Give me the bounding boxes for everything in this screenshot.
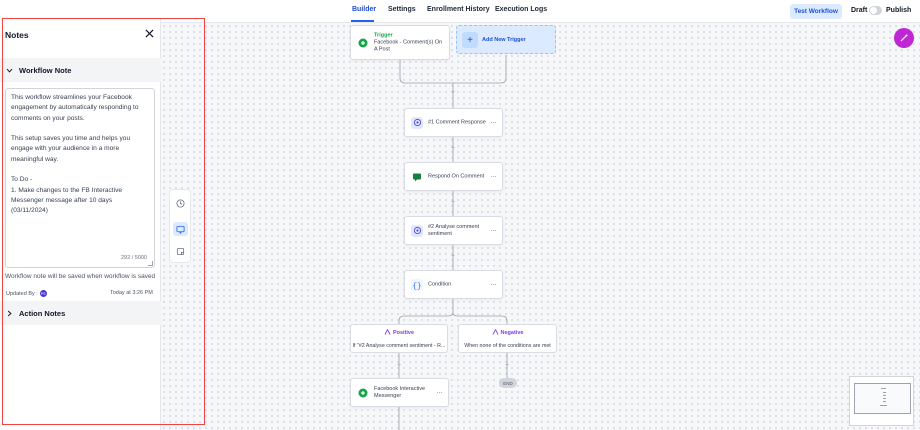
workflow-canvas[interactable] — [161, 23, 920, 430]
add-step-plus[interactable]: + — [451, 199, 456, 206]
action-node-analyse-sentiment[interactable]: #2 Analyse comment sentiment ··· — [404, 216, 503, 245]
branch-condition: If "#2 Analyse comment sentiment - R... — [352, 343, 446, 349]
minimap[interactable] — [849, 376, 914, 426]
publish-label: Publish — [886, 7, 912, 14]
close-icon[interactable] — [145, 29, 154, 38]
character-count: 292 / 5000 — [121, 255, 147, 261]
trigger-text: Facebook - Comment(s) On A Post — [374, 39, 443, 52]
node-label: #2 Analyse comment sentiment — [428, 223, 480, 237]
updated-timestamp: Today at 3:26 PM — [110, 290, 153, 296]
notes-icon[interactable] — [173, 222, 188, 236]
more-options-icon[interactable]: ··· — [490, 173, 497, 180]
add-trigger-label: Add New Trigger — [482, 37, 526, 43]
action-notes-heading: Action Notes — [19, 308, 66, 318]
magic-wand-icon — [900, 34, 908, 42]
braces-icon: {} — [411, 278, 423, 291]
plus-icon: + — [462, 32, 478, 48]
publish-toggle[interactable] — [869, 6, 882, 15]
updated-by-label: Updated By : — [6, 290, 38, 297]
resize-handle[interactable] — [148, 261, 153, 266]
chevron-down-icon — [6, 68, 13, 73]
action-node-interactive-messenger[interactable]: Facebook Interactive Messenger ··· — [350, 378, 449, 407]
avatar: PS — [39, 290, 47, 297]
more-options-icon[interactable]: ··· — [490, 227, 497, 234]
tab-enrollment-history[interactable]: Enrollment History — [427, 6, 490, 13]
branch-icon — [384, 329, 391, 335]
canvas-tools — [169, 189, 191, 263]
end-marker: END — [499, 378, 517, 388]
facebook-icon — [357, 386, 369, 399]
branch-name: Positive — [392, 330, 415, 336]
notes-panel: Notes Workflow Note This workflow stream… — [0, 18, 161, 430]
node-label: Respond On Comment — [428, 173, 485, 179]
branch-name: Negative — [500, 330, 524, 336]
workflow-note-section-toggle[interactable]: Workflow Note — [0, 58, 161, 82]
test-workflow-button[interactable]: Test Workflow — [790, 4, 842, 19]
action-node-comment-response[interactable]: #1 Comment Response ··· — [404, 108, 503, 137]
ai-icon — [411, 224, 423, 237]
note-add-icon[interactable] — [173, 244, 188, 258]
branch-condition: When none of the conditions are met — [464, 343, 551, 349]
more-options-icon[interactable]: ··· — [436, 389, 443, 396]
updated-by: Updated By : PS — [6, 290, 47, 297]
active-tab-indicator — [351, 20, 374, 22]
ai-icon — [411, 116, 423, 129]
history-icon[interactable] — [173, 196, 188, 210]
add-step-plus[interactable]: + — [505, 362, 510, 369]
node-label: Condition — [428, 281, 452, 287]
top-bar: Builder Settings Enrollment History Exec… — [0, 0, 920, 23]
save-hint: Workflow note will be saved when workflo… — [5, 273, 156, 280]
more-options-icon[interactable]: ··· — [490, 119, 497, 126]
notes-title: Notes — [5, 30, 29, 40]
tab-execution-logs[interactable]: Execution Logs — [495, 6, 548, 13]
workflow-note-heading: Workflow Note — [19, 65, 72, 75]
action-node-respond-on-comment[interactable]: Respond On Comment ··· — [404, 162, 503, 191]
action-notes-section-toggle[interactable]: Action Notes — [0, 301, 161, 325]
add-step-plus[interactable]: + — [397, 362, 402, 369]
draft-label: Draft — [851, 7, 868, 14]
node-label: #1 Comment Response — [428, 119, 486, 125]
minimap-viewport[interactable] — [854, 383, 911, 414]
workflow-note-text: This workflow streamlines your Facebook … — [11, 94, 139, 215]
add-step-plus[interactable]: + — [451, 145, 456, 152]
branch-negative[interactable]: Negative When none of the conditions are… — [458, 324, 557, 353]
magic-wand-button[interactable] — [894, 28, 914, 48]
more-options-icon[interactable]: ··· — [490, 281, 497, 288]
add-step-plus[interactable]: + — [451, 253, 456, 260]
branch-icon — [492, 329, 498, 335]
condition-node[interactable]: {} Condition ··· — [404, 270, 503, 299]
add-new-trigger-button[interactable]: + Add New Trigger — [456, 25, 556, 54]
branch-positive[interactable]: Positive If "#2 Analyse comment sentimen… — [350, 324, 448, 353]
facebook-icon — [357, 36, 369, 49]
add-step-plus[interactable]: + — [451, 89, 456, 96]
node-label: Facebook Interactive Messenger — [374, 385, 426, 399]
chevron-right-icon — [7, 310, 12, 316]
trigger-tag: Trigger — [374, 32, 393, 38]
tab-builder[interactable]: Builder — [352, 6, 377, 13]
workflow-note-textarea[interactable]: This workflow streamlines your Facebook … — [5, 88, 155, 268]
tab-settings[interactable]: Settings — [388, 6, 416, 13]
svg-text:{}: {} — [413, 283, 422, 290]
message-icon — [411, 170, 423, 183]
trigger-node[interactable]: Trigger Facebook - Comment(s) On A Post — [350, 25, 450, 60]
